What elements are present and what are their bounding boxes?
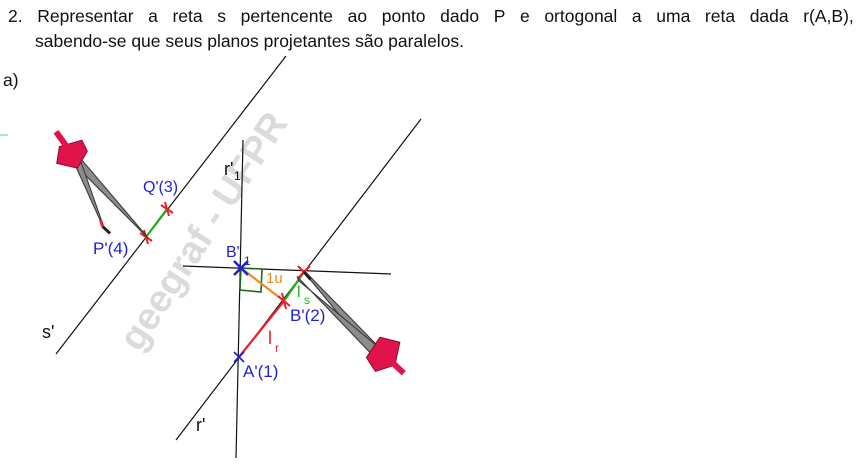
label-s: s' [42, 322, 54, 342]
problem-word: reta [172, 6, 203, 26]
segment-pq [145, 208, 168, 238]
mark-b1 [233, 260, 249, 276]
problem-word: reta [704, 6, 736, 26]
problem-word: a [631, 6, 642, 26]
compass-icon [53, 130, 149, 239]
problem-word: ponto [381, 6, 426, 26]
line-horizontal [182, 265, 392, 275]
problem-word: e [519, 6, 530, 26]
mark-b2 [277, 292, 291, 310]
label-a: A'(1) [243, 362, 278, 381]
segment-ls [283, 271, 305, 302]
label-p: P'(4) [93, 239, 128, 258]
problem-word: ortogonal [544, 6, 618, 26]
label-r1: r'1 [224, 159, 241, 183]
problem-word: ao [347, 6, 368, 26]
compass-icon [296, 270, 406, 376]
mark-a [233, 351, 245, 363]
line-r1-prime [235, 139, 244, 459]
label-1u: 1u [266, 270, 283, 287]
mark-q [160, 201, 174, 217]
right-angle-mark [239, 267, 263, 293]
label-b2: B'(2) [290, 306, 325, 325]
problem-word: a [148, 6, 158, 26]
problem-word: uma [656, 6, 691, 26]
label-q: Q'(3) [143, 179, 178, 196]
item-label: a) [3, 70, 19, 90]
mark-p [139, 229, 153, 245]
problem-word: P [493, 6, 506, 26]
problem-word: dado [440, 6, 480, 26]
line-s-prime [55, 55, 287, 355]
problem-word: Representar [37, 6, 134, 26]
label-b1: B'1 [226, 244, 251, 268]
segment-lr [238, 300, 285, 358]
problem-line-2: sabendo-se que seus planos projetantes s… [35, 31, 465, 51]
problem-word: s [217, 6, 226, 26]
label-r: r' [196, 415, 205, 435]
problem-word: r(A,B), [803, 6, 854, 26]
problem-word: dada [749, 6, 789, 26]
problem-number: 2. [8, 6, 23, 26]
problem-word: pertencente [240, 6, 334, 26]
